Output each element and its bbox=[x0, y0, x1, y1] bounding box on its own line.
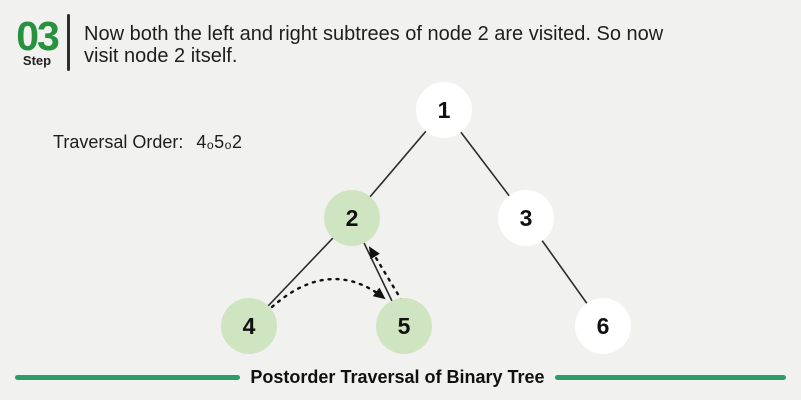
tree-node-4: 4 bbox=[221, 298, 277, 354]
tree-node-6: 6 bbox=[575, 298, 631, 354]
tree-node-2: 2 bbox=[324, 190, 380, 246]
visit-arrow-4-to-5 bbox=[270, 277, 386, 309]
traversal-order-label: Traversal Order: bbox=[53, 132, 184, 152]
visit-arrow-5-to-2 bbox=[368, 246, 404, 303]
footer-left-line bbox=[15, 374, 241, 380]
step-description-line1: Now both the left and right subtrees of … bbox=[84, 23, 664, 45]
footer-title: Postorder Traversal of Binary Tree bbox=[250, 366, 545, 387]
step-number: 03 bbox=[16, 13, 60, 59]
tree-node-1: 1 bbox=[416, 82, 472, 138]
tree-node-3: 3 bbox=[498, 190, 554, 246]
step-description-line2: visit node 2 itself. bbox=[84, 44, 238, 67]
tree-node-5: 5 bbox=[376, 298, 432, 354]
visit-arrows bbox=[270, 246, 404, 309]
footer: Postorder Traversal of Binary Tree bbox=[0, 367, 801, 387]
step-divider-line bbox=[67, 14, 70, 71]
step-description: Now both the left and right subtrees of … bbox=[84, 23, 664, 67]
traversal-order: Traversal Order: 4ₒ5ₒ2 bbox=[53, 132, 242, 153]
footer-right-line bbox=[554, 374, 786, 380]
traversal-order-value: 4ₒ5ₒ2 bbox=[196, 132, 243, 152]
step-label: Step bbox=[22, 53, 52, 68]
